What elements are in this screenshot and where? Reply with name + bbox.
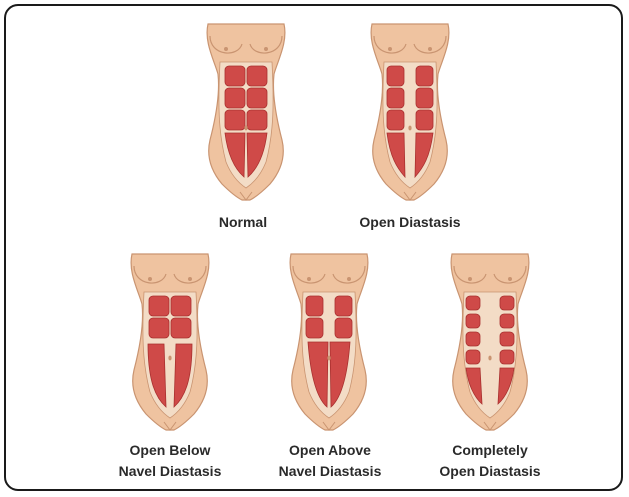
muscle-left-2 xyxy=(225,110,245,130)
nipple-left xyxy=(307,277,311,281)
torso-normal-illustration xyxy=(196,22,296,202)
nipple-right xyxy=(188,277,192,281)
nipple-left xyxy=(388,47,392,51)
muscle-left-2 xyxy=(466,332,480,346)
label-open-below-navel: Open Below Navel Diastasis xyxy=(80,440,260,482)
nipple-right xyxy=(347,277,351,281)
muscle-right-1 xyxy=(416,88,433,108)
muscle-right-3 xyxy=(500,350,514,364)
navel xyxy=(244,126,247,131)
muscle-right-1 xyxy=(335,318,352,338)
muscle-left-1 xyxy=(306,318,323,338)
label-open-line-1: Open Diastasis xyxy=(320,212,500,233)
muscle-left-0 xyxy=(149,296,169,316)
muscle-right-0 xyxy=(335,296,352,316)
muscle-left-1 xyxy=(225,88,245,108)
label-normal-line-1: Normal xyxy=(153,212,333,233)
nipple-right xyxy=(508,277,512,281)
muscle-right-1 xyxy=(247,88,267,108)
muscle-right-2 xyxy=(416,110,433,130)
muscle-right-0 xyxy=(247,66,267,86)
label-completely-open-line-2: Open Diastasis xyxy=(400,461,580,482)
muscle-right-0 xyxy=(171,296,191,316)
label-open-below-navel-line-1: Open Below xyxy=(80,440,260,461)
torso-open-above-navel-illustration xyxy=(279,252,379,432)
muscle-right-1 xyxy=(500,314,514,328)
nipple-left xyxy=(468,277,472,281)
muscle-left-0 xyxy=(466,296,480,310)
muscle-left-2 xyxy=(387,110,404,130)
muscle-right-1 xyxy=(171,318,191,338)
muscle-right-0 xyxy=(416,66,433,86)
muscle-left-0 xyxy=(306,296,323,316)
muscle-right-0 xyxy=(500,296,514,310)
nipple-left xyxy=(224,47,228,51)
nipple-left xyxy=(148,277,152,281)
torso-normal xyxy=(196,22,296,202)
torso-open-illustration xyxy=(360,22,460,202)
muscle-left-0 xyxy=(387,66,404,86)
navel xyxy=(327,356,330,361)
nipple-right xyxy=(264,47,268,51)
label-completely-open-line-1: Completely xyxy=(400,440,580,461)
navel xyxy=(408,126,411,131)
muscle-left-1 xyxy=(466,314,480,328)
muscle-left-1 xyxy=(387,88,404,108)
muscle-right-2 xyxy=(500,332,514,346)
label-open-above-navel-line-1: Open Above xyxy=(240,440,420,461)
label-open-below-navel-line-2: Navel Diastasis xyxy=(80,461,260,482)
muscle-right-2 xyxy=(247,110,267,130)
torso-completely-open-illustration xyxy=(440,252,540,432)
label-completely-open: Completely Open Diastasis xyxy=(400,440,580,482)
label-open: Open Diastasis xyxy=(320,212,500,233)
navel xyxy=(168,356,171,361)
muscle-left-3 xyxy=(466,350,480,364)
torso-open-below-navel xyxy=(120,252,220,432)
torso-open xyxy=(360,22,460,202)
muscle-left-0 xyxy=(225,66,245,86)
nipple-right xyxy=(428,47,432,51)
torso-completely-open xyxy=(440,252,540,432)
torso-open-above-navel xyxy=(279,252,379,432)
navel xyxy=(488,356,491,361)
label-open-above-navel: Open Above Navel Diastasis xyxy=(240,440,420,482)
muscle-left-1 xyxy=(149,318,169,338)
label-normal: Normal xyxy=(153,212,333,233)
torso-open-below-navel-illustration xyxy=(120,252,220,432)
label-open-above-navel-line-2: Navel Diastasis xyxy=(240,461,420,482)
